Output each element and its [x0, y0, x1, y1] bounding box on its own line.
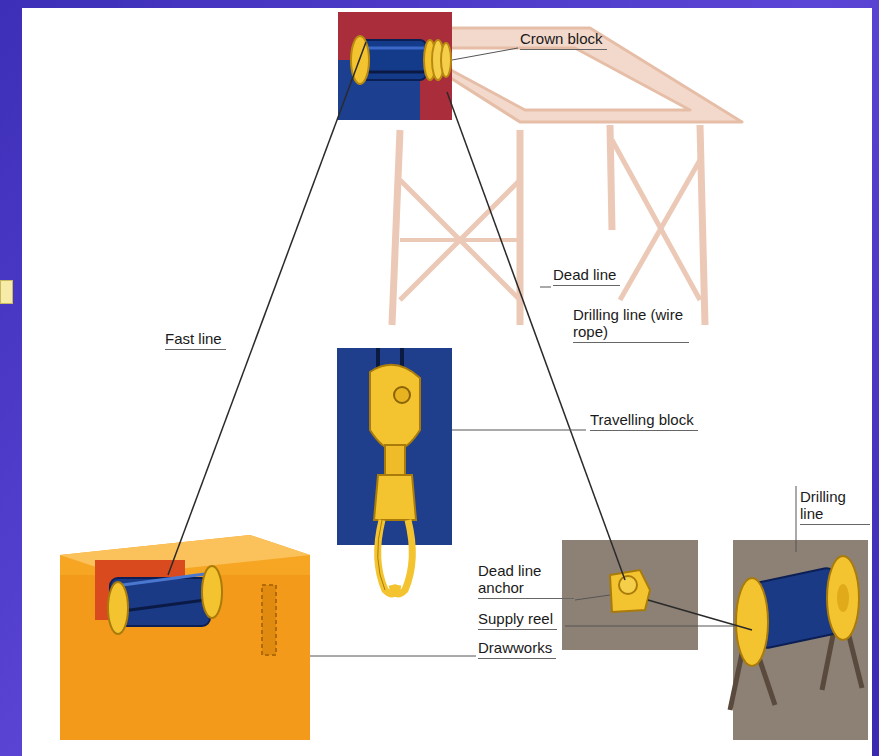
supply-reel-part — [837, 584, 849, 612]
crown-block-part — [338, 12, 452, 120]
drawworks-part — [115, 574, 205, 586]
supply-reel-part — [733, 540, 868, 740]
derrick — [372, 28, 742, 325]
leader-lines-part — [540, 287, 551, 288]
drawworks-part — [60, 535, 310, 740]
side-tab — [0, 280, 13, 304]
part-label: Travelling block — [590, 411, 698, 431]
derrick-part — [700, 125, 705, 325]
travelling-block-part — [394, 387, 410, 403]
crown-block-part — [360, 71, 424, 74]
crown-block — [338, 12, 452, 120]
supply-reel-part — [736, 578, 768, 666]
supply-reel-part — [827, 556, 859, 640]
derrick-part — [392, 130, 400, 325]
derrick-part — [400, 180, 520, 300]
travelling-block-part — [337, 348, 452, 545]
leader-lines-part — [452, 430, 586, 431]
part-label: Dead line anchor — [478, 562, 574, 599]
crown-block-part — [360, 47, 424, 50]
leader-lines-part — [452, 48, 518, 60]
crown-block-part — [441, 43, 451, 77]
travelling-block-part — [374, 475, 416, 520]
travelling-block-part — [378, 520, 398, 594]
travelling-block-part — [370, 365, 420, 450]
travelling-block — [337, 348, 452, 594]
leader-lines-part — [565, 626, 735, 627]
travelling-block-part — [392, 520, 412, 594]
leader-lines — [310, 48, 796, 656]
derrick-part — [400, 180, 520, 300]
part-label: Crown block — [520, 30, 607, 50]
drawworks-part — [202, 566, 222, 618]
dead-line-anchor-part — [619, 576, 637, 594]
dead-line-anchor-part — [562, 540, 698, 650]
dead-line-anchor — [562, 540, 698, 650]
part-label: Drawworks — [478, 639, 556, 659]
part-label: Drilling line (wire rope) — [573, 306, 689, 343]
drawworks — [60, 535, 310, 740]
travelling-block-part — [385, 445, 405, 475]
part-label: Drilling line — [800, 488, 870, 525]
supply-reel — [730, 540, 868, 740]
derrick-part — [612, 140, 700, 300]
drilling-line-rope — [168, 42, 752, 630]
drawworks-part — [108, 582, 128, 634]
leader-lines-part — [310, 656, 476, 657]
part-label: Dead line — [553, 266, 620, 286]
dead-line-anchor-part — [610, 570, 650, 612]
part-label: Supply reel — [478, 610, 557, 630]
leader-lines-part — [575, 595, 610, 600]
part-label: Fast line — [165, 330, 226, 350]
drilling-line-rope-part — [168, 42, 366, 575]
crown-block-part — [338, 12, 452, 120]
derrick-part — [620, 160, 700, 300]
drawworks-part — [262, 585, 276, 655]
travelling-block-part — [378, 520, 385, 590]
leader-lines-part — [796, 486, 797, 552]
